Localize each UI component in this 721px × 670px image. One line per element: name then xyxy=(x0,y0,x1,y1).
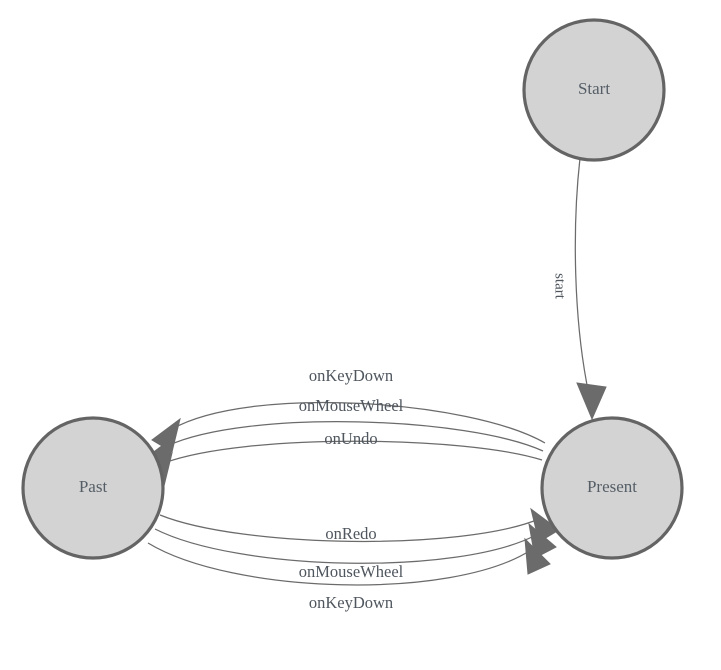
node-start[interactable]: Start xyxy=(522,18,666,162)
edge-label-layer: start onKeyDown onMouseWheel onUndo onRe… xyxy=(299,273,568,612)
edge-present-to-past-onundo[interactable] xyxy=(143,440,543,487)
node-past-label: Past xyxy=(79,477,108,496)
edge-start-to-present[interactable] xyxy=(574,157,607,421)
edge-label-present-past-onkeydown: onKeyDown xyxy=(309,366,393,385)
node-start-circle xyxy=(522,18,666,162)
edge-path-past-present-onmousewheel xyxy=(154,528,537,564)
edge-path-present-past-onkeydown xyxy=(171,401,546,444)
edge-label-start: start xyxy=(552,273,568,300)
node-present[interactable]: Present xyxy=(540,416,684,560)
arrowhead-past-present-onkeydown xyxy=(524,537,551,575)
edge-path-start-present xyxy=(574,157,589,391)
edge-path-past-present-onkeydown xyxy=(147,542,532,586)
edge-label-present-past-onundo: onUndo xyxy=(324,429,377,448)
node-past-circle xyxy=(21,416,165,560)
edge-label-past-present-onkeydown: onKeyDown xyxy=(309,593,393,612)
node-present-circle xyxy=(540,416,684,560)
edge-path-present-past-onmousewheel xyxy=(166,421,544,452)
edge-label-present-past-onmousewheel: onMouseWheel xyxy=(299,396,404,415)
node-present-label: Present xyxy=(587,477,637,496)
node-past[interactable]: Past xyxy=(21,416,165,560)
arrowhead-start-present xyxy=(576,382,607,421)
edge-label-past-present-onredo: onRedo xyxy=(325,524,376,543)
node-start-label: Start xyxy=(578,79,610,98)
edge-past-to-present-onkeydown[interactable] xyxy=(147,537,551,586)
edge-path-past-present-onredo xyxy=(159,514,540,543)
node-layer: Start Past Present xyxy=(21,18,684,560)
edge-path-present-past-onundo xyxy=(163,440,543,464)
edge-label-past-present-onmousewheel: onMouseWheel xyxy=(299,562,404,581)
